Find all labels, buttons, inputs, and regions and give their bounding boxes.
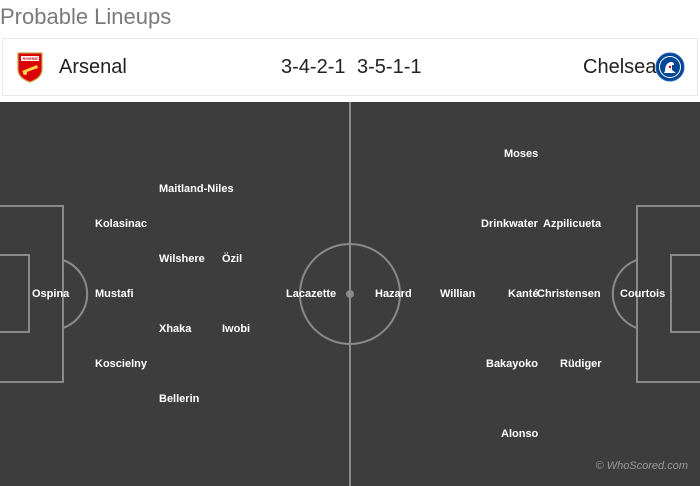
away-team-name: Chelsea (583, 56, 657, 78)
player-away-cm-bottom[interactable]: Bakayoko (486, 358, 538, 370)
arsenal-crest-icon: Arsenal (17, 52, 43, 83)
player-away-cm-top[interactable]: Drinkwater (481, 218, 538, 230)
player-home-wing-right[interactable]: Bellerin (159, 393, 200, 405)
pitch-markings (0, 102, 700, 486)
player-home-st[interactable]: Lacazette (286, 288, 337, 300)
player-home-wing-left[interactable]: Maitland-Niles (159, 183, 234, 195)
home-team-name: Arsenal (59, 56, 127, 78)
player-away-def-bottom[interactable]: Rüdiger (560, 358, 602, 370)
player-home-am-bottom[interactable]: Iwobi (222, 323, 251, 335)
player-away-def-top[interactable]: Azpilicueta (543, 218, 602, 230)
home-formation: 3-4-2-1 (281, 56, 346, 78)
player-away-cm-center[interactable]: Kanté (508, 288, 539, 300)
whoscored-watermark: © WhoScored.com (595, 460, 688, 472)
player-away-wing-bottom[interactable]: Alonso (501, 428, 539, 440)
player-away-def-center[interactable]: Christensen (537, 288, 601, 300)
player-away-gk[interactable]: Courtois (620, 288, 666, 300)
player-home-def-right[interactable]: Koscielny (95, 358, 147, 370)
player-away-am[interactable]: Willian (440, 288, 476, 300)
arsenal-crest-text: Arsenal (22, 56, 37, 61)
away-formation: 3-5-1-1 (357, 56, 422, 78)
player-home-am-top[interactable]: Özil (222, 253, 243, 265)
match-header: Arsenal Arsenal 3-4-2-1 3-5-1-1 Chelsea (2, 38, 698, 96)
player-home-cm-bottom[interactable]: Xhaka (159, 323, 192, 335)
chelsea-crest-icon (655, 52, 685, 82)
player-home-gk[interactable]: Ospina (32, 288, 70, 300)
player-home-def-center[interactable]: Mustafi (95, 288, 134, 300)
pitch: Ospina Kolasinac Mustafi Koscielny Maitl… (0, 102, 700, 486)
player-away-st[interactable]: Hazard (375, 288, 412, 300)
player-away-wing-top[interactable]: Moses (504, 148, 539, 160)
page-title: Probable Lineups (0, 4, 172, 29)
player-home-def-left[interactable]: Kolasinac (95, 218, 147, 230)
player-home-cm-top[interactable]: Wilshere (159, 253, 205, 265)
